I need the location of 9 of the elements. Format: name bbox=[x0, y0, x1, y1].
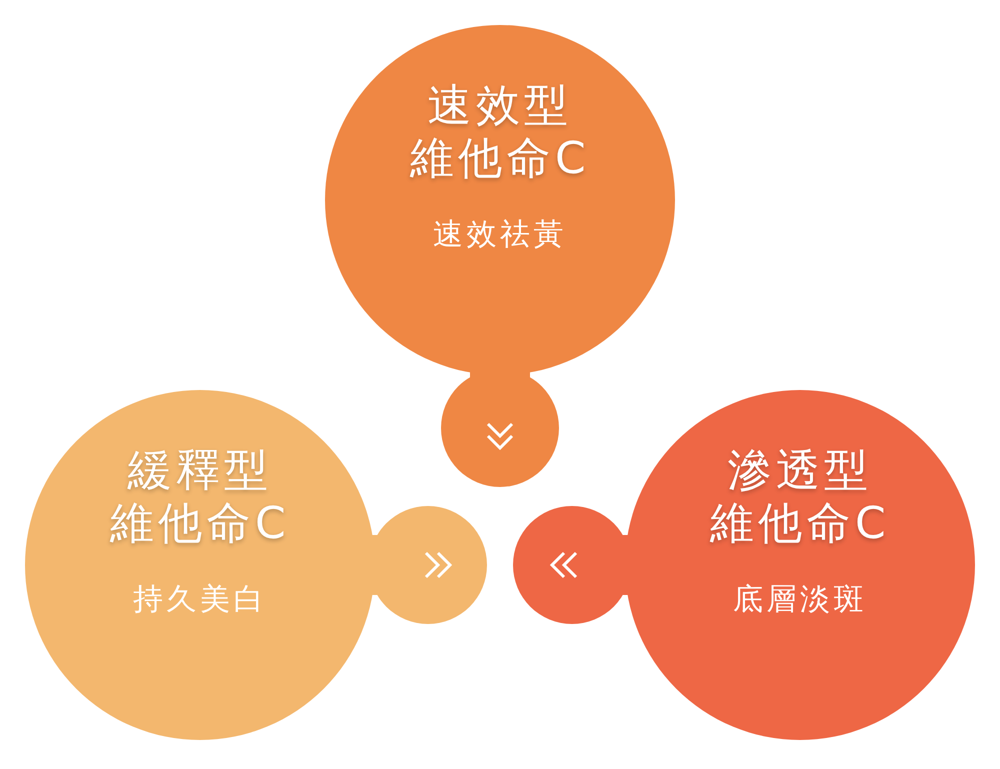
subtitle-text: 持久美白 bbox=[132, 580, 268, 619]
heading-text: 速效型維他命C bbox=[410, 80, 590, 186]
heading-text: 緩釋型維他命C bbox=[110, 445, 290, 551]
bubble-shape bbox=[25, 390, 490, 740]
subtitle-text: 底層淡斑 bbox=[732, 580, 868, 619]
bubble-shape bbox=[325, 25, 675, 490]
subtitle-text: 速效祛黃 bbox=[432, 216, 568, 254]
heading-text: 滲透型維他命C bbox=[710, 445, 890, 551]
bubble-shape bbox=[510, 390, 975, 740]
